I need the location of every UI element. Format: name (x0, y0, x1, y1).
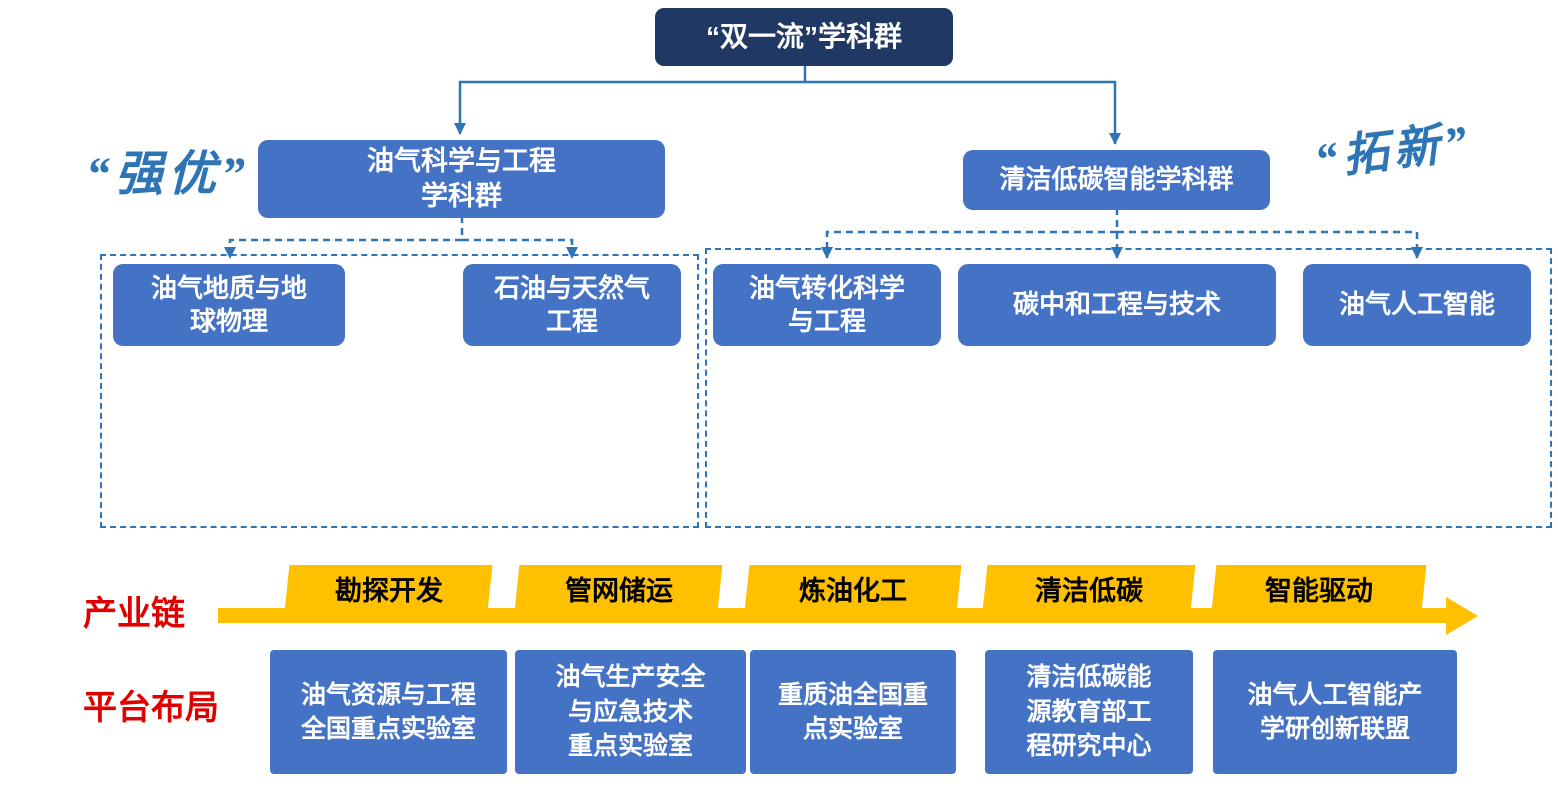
discipline-node-geology-geophysics: 油气地质与地 球物理 (113, 264, 345, 346)
platform-label-line: 源教育部工 (1026, 697, 1152, 726)
platform-label-line: 清洁低碳能 (1026, 663, 1152, 692)
group-node-label-line: 学科群 (421, 181, 502, 211)
industry-stage-intelligent-drive: 智能驱动 (1211, 565, 1427, 611)
root-node-label: “双一流”学科群 (705, 21, 902, 53)
platform-label-line: 点实验室 (802, 715, 903, 743)
discipline-node-ai: 油气人工智能 (1303, 264, 1531, 346)
platform-node-heavy-oil-lab: 重质油全国重 点实验室 (750, 650, 956, 774)
industry-stage-label: 炼油化工 (799, 575, 907, 606)
discipline-label-line: 油气转化科学 (748, 272, 905, 303)
industry-stage-refining: 炼油化工 (744, 565, 962, 611)
group-node-clean-low-carbon: 清洁低碳智能学科群 (963, 150, 1270, 210)
industry-stage-label: 管网储运 (564, 575, 673, 606)
platform-label-line: 油气人工智能产 (1247, 680, 1423, 709)
platform-label-line: 学研创新联盟 (1259, 715, 1410, 743)
discipline-label-line: 球物理 (189, 306, 268, 336)
connector-right-group-to-child-3 (1117, 230, 1423, 259)
connector-root-to-left-group (454, 66, 807, 135)
industry-stage-label: 智能驱动 (1265, 575, 1373, 606)
connector-root-to-right-group (805, 80, 1121, 145)
industry-stage-label: 清洁低碳 (1035, 575, 1143, 606)
strengthen-disciplines-region (100, 254, 699, 528)
discipline-node-petroleum-gas-engineering: 石油与天然气 工程 (463, 264, 681, 346)
industry-chain-arrow-head (1446, 597, 1478, 635)
discipline-label-line: 碳中和工程与技术 (1012, 289, 1221, 320)
platform-node-clean-energy-center: 清洁低碳能 源教育部工 程研究中心 (985, 650, 1193, 774)
discipline-label-line: 油气地质与地 (150, 272, 307, 303)
platform-layout-label: 平台布局 (83, 689, 219, 727)
expand-disciplines-region (705, 248, 1552, 528)
connector-left-group-to-child-2 (462, 238, 578, 259)
platform-label-line: 与应急技术 (567, 697, 693, 726)
platform-label-line: 重质油全国重 (777, 680, 928, 709)
annotation-strengthen: “强优” (86, 148, 251, 201)
platform-label-line: 油气资源与工程 (300, 680, 476, 709)
industry-stage-exploration: 勘探开发 (284, 565, 493, 611)
industry-chain-label: 产业链 (83, 595, 185, 633)
group-node-oil-gas-science: 油气科学与工程 学科群 (258, 140, 665, 218)
industry-chain-arrow-bar (218, 608, 1446, 623)
discipline-node-conversion-science: 油气转化科学 与工程 (713, 264, 941, 346)
industry-stage-pipeline-storage: 管网储运 (514, 565, 723, 611)
discipline-node-carbon-neutral: 碳中和工程与技术 (958, 264, 1276, 346)
platform-label-line: 程研究中心 (1026, 732, 1152, 761)
platform-node-production-safety-lab: 油气生产安全 与应急技术 重点实验室 (515, 650, 746, 774)
group-node-label-line: 清洁低碳智能学科群 (999, 164, 1234, 195)
platform-node-oil-gas-resources-lab: 油气资源与工程 全国重点实验室 (270, 650, 507, 774)
group-node-label-line: 油气科学与工程 (367, 146, 556, 177)
discipline-label-line: 与工程 (787, 306, 866, 336)
platform-label-line: 重点实验室 (567, 732, 693, 761)
connector-right-group-to-child-1 (821, 208, 1119, 259)
platform-label-line: 全国重点实验室 (300, 715, 476, 743)
industry-stage-clean-low-carbon: 清洁低碳 (982, 565, 1196, 611)
discipline-label-line: 油气人工智能 (1338, 289, 1495, 320)
root-node-double-first-class: “双一流”学科群 (655, 8, 953, 66)
connector-left-group-to-child-1 (224, 216, 464, 259)
platform-node-ai-innovation-alliance: 油气人工智能产 学研创新联盟 (1213, 650, 1457, 774)
platform-label-line: 油气生产安全 (555, 663, 706, 692)
industry-stage-label: 勘探开发 (334, 575, 443, 606)
discipline-label-line: 工程 (545, 306, 598, 336)
discipline-label-line: 石油与天然气 (493, 272, 650, 303)
